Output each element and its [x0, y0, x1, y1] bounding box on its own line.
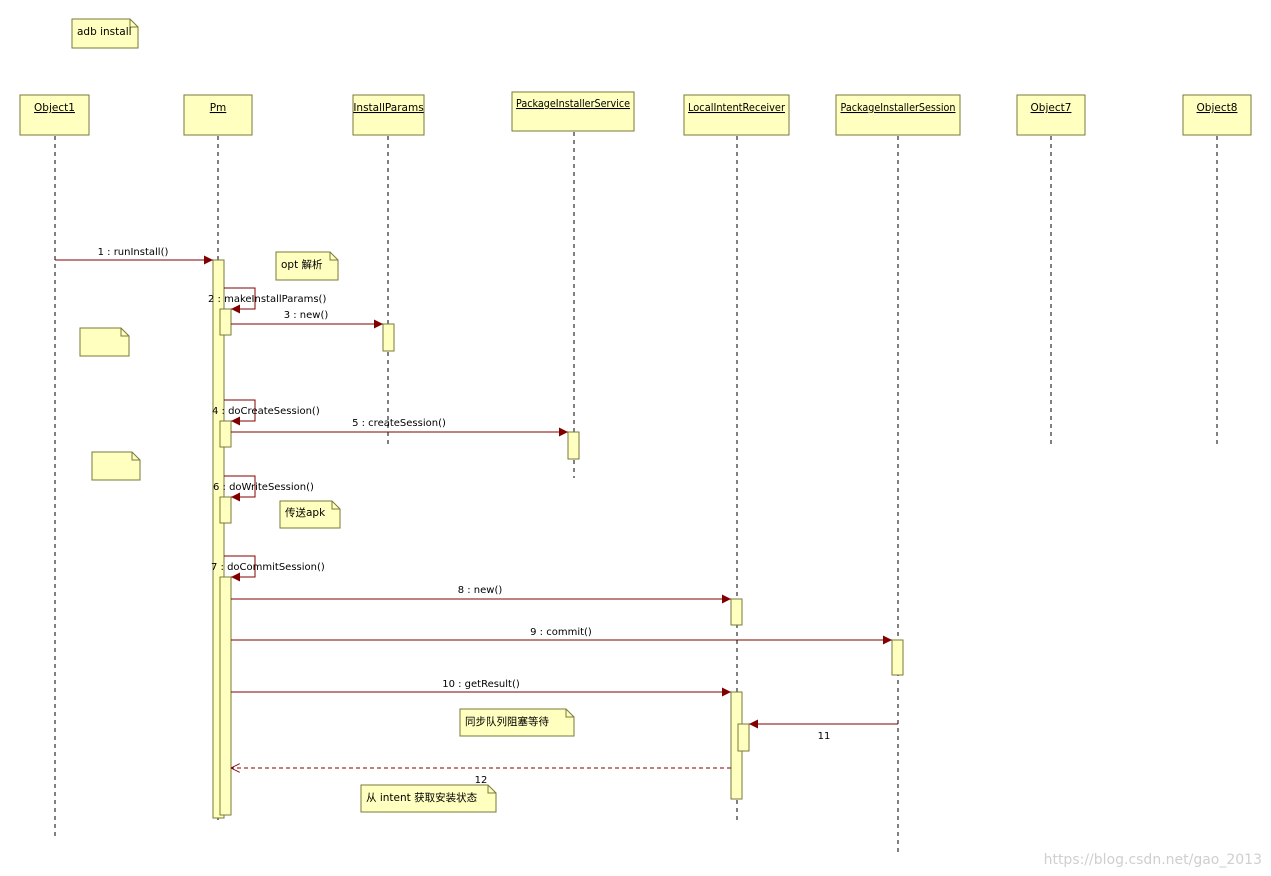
lifeline-object1[interactable]: Object1	[19, 94, 90, 136]
lifeline-pm-label: Pm	[210, 102, 227, 114]
message-2-label: 2 : makeInstallParams()	[208, 294, 326, 305]
watermark: https://blog.csdn.net/gao_2013	[1044, 852, 1262, 868]
lifeline-object7-label: Object7	[1031, 102, 1072, 114]
note-sync[interactable]: 同步队列阻塞等待	[459, 708, 575, 737]
message-12-label: 12	[475, 775, 488, 786]
message-3-label: 3 : new()	[284, 310, 329, 321]
message-10-label: 10 : getResult()	[442, 679, 520, 690]
lifeline-localintentreceiver-label: LocalIntentReceiver	[688, 102, 786, 114]
lifeline-pkginstallersession-label: PackageInstallerSession	[841, 102, 956, 114]
note-transfer-text: 传送apk	[285, 506, 326, 519]
activation-pm-self-2[interactable]	[219, 308, 232, 336]
message-5-label: 5 : createSession()	[352, 418, 446, 429]
note-opt-text: opt 解析	[281, 258, 323, 271]
note-intent[interactable]: 从 intent 获取安装状态	[360, 784, 497, 813]
lifeline-pkginstallersession[interactable]: PackageInstallerSession	[835, 94, 961, 136]
lifeline-object7[interactable]: Object7	[1016, 94, 1086, 136]
message-9-label: 9 : commit()	[530, 627, 592, 638]
activation-pkginstallerservice[interactable]	[567, 431, 580, 460]
note-opt[interactable]: opt 解析	[275, 251, 339, 281]
note-title[interactable]: adb install	[71, 18, 139, 49]
message-8[interactable]: 8 : new()	[231, 585, 731, 604]
note-empty-2[interactable]	[91, 451, 141, 481]
message-6-label: 6 : doWriteSession()	[213, 482, 314, 493]
note-transfer[interactable]: 传送apk	[279, 500, 341, 529]
activation-pm-main[interactable]	[212, 259, 225, 819]
lifeline-installparams[interactable]: InstallParams	[352, 94, 425, 136]
message-4[interactable]: 4 : doCreateSession()	[212, 399, 320, 426]
message-3[interactable]: 3 : new()	[231, 310, 383, 329]
activation-pkginstallersession[interactable]	[891, 639, 904, 676]
lifeline-object8[interactable]: Object8	[1182, 94, 1252, 136]
message-2[interactable]: 2 : makeInstallParams()	[208, 287, 326, 314]
lifeline-object1-label: Object1	[34, 102, 75, 114]
activation-localintentreceiver-8[interactable]	[730, 598, 743, 626]
message-1[interactable]: 1 : runInstall()	[55, 247, 213, 265]
message-4-label: 4 : doCreateSession()	[212, 406, 320, 417]
message-7[interactable]: 7 : doCommitSession()	[211, 555, 325, 582]
message-10[interactable]: 10 : getResult()	[231, 679, 731, 697]
activation-pm-self-6[interactable]	[219, 496, 232, 524]
lifeline-localintentreceiver[interactable]: LocalIntentReceiver	[683, 94, 790, 136]
message-8-label: 8 : new()	[458, 585, 503, 596]
message-11-label: 11	[818, 731, 831, 742]
activation-pm-self-7[interactable]	[219, 576, 232, 816]
activation-bars	[212, 259, 904, 819]
lifeline-pm[interactable]: Pm	[183, 94, 253, 136]
message-1-label: 1 : runInstall()	[98, 247, 169, 258]
message-9[interactable]: 9 : commit()	[231, 627, 892, 645]
message-6[interactable]: 6 : doWriteSession()	[213, 475, 314, 502]
lifeline-installparams-label: InstallParams	[353, 102, 423, 114]
lifeline-pkginstallerservice[interactable]: PackageInstallerService	[511, 91, 635, 132]
message-5[interactable]: 5 : createSession()	[231, 418, 568, 437]
note-empty-1[interactable]	[79, 327, 130, 357]
message-7-label: 7 : doCommitSession()	[211, 562, 325, 573]
lifeline-pkginstallerservice-label: PackageInstallerService	[516, 98, 630, 110]
note-title-text: adb install	[77, 26, 132, 38]
activation-pm-self-4[interactable]	[219, 420, 232, 448]
message-11[interactable]: 11	[749, 719, 898, 742]
activation-installparams[interactable]	[382, 323, 395, 352]
lifeline-object8-label: Object8	[1197, 102, 1238, 114]
note-sync-text: 同步队列阻塞等待	[465, 715, 549, 728]
activation-localintentreceiver-11[interactable]	[737, 723, 750, 752]
message-12[interactable]: 12	[231, 768, 731, 786]
note-intent-text: 从 intent 获取安装状态	[366, 791, 478, 804]
